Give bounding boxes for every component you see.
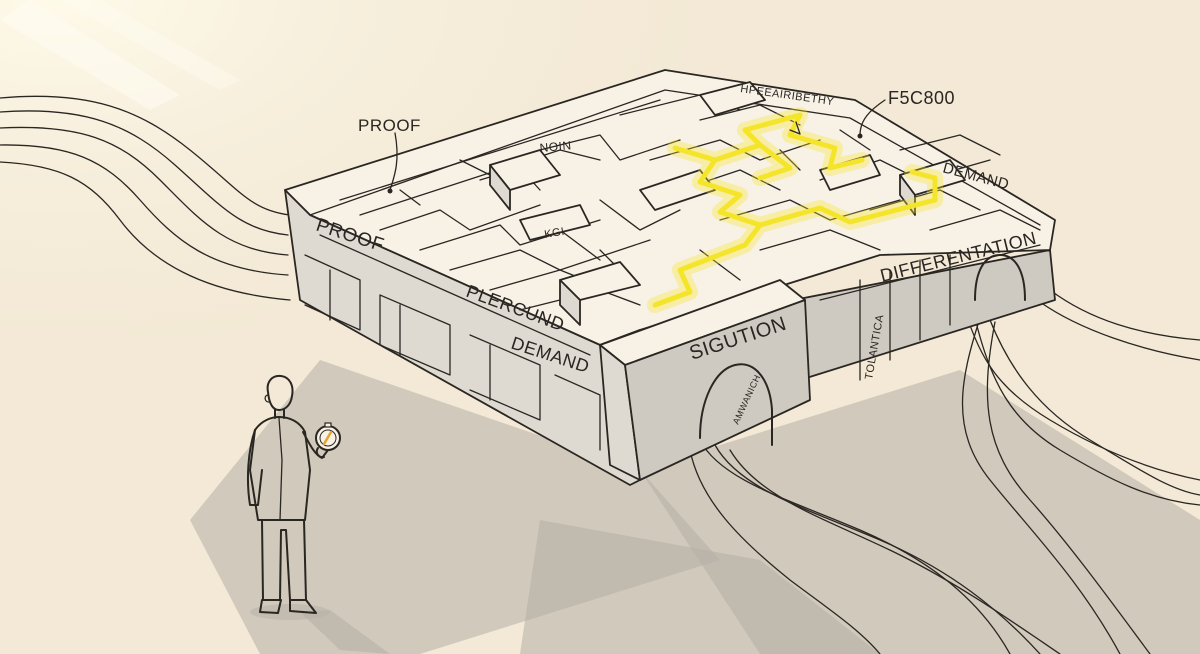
compass-icon [315, 422, 341, 451]
solution-path [647, 107, 943, 313]
right-roads [689, 289, 1200, 654]
maze [284, 69, 1056, 486]
maze-blocks [489, 81, 966, 326]
person-figure [246, 374, 390, 654]
inner-nogin-label: NOIN [539, 138, 572, 155]
sigution-face [624, 299, 811, 481]
right-front-detail [819, 244, 1041, 381]
left-front-detail [304, 234, 601, 451]
sun-rays [0, 0, 240, 110]
left-roads [0, 95, 291, 301]
proof-callout-label: PROOF [358, 116, 421, 135]
path-arrowhead [789, 121, 801, 135]
hex-callout-label: F5C800 [888, 88, 955, 108]
inner-kgi-label: KGI [543, 226, 565, 241]
callouts [387, 99, 886, 194]
arch-left [699, 363, 773, 446]
maze-shadow [190, 360, 1200, 654]
